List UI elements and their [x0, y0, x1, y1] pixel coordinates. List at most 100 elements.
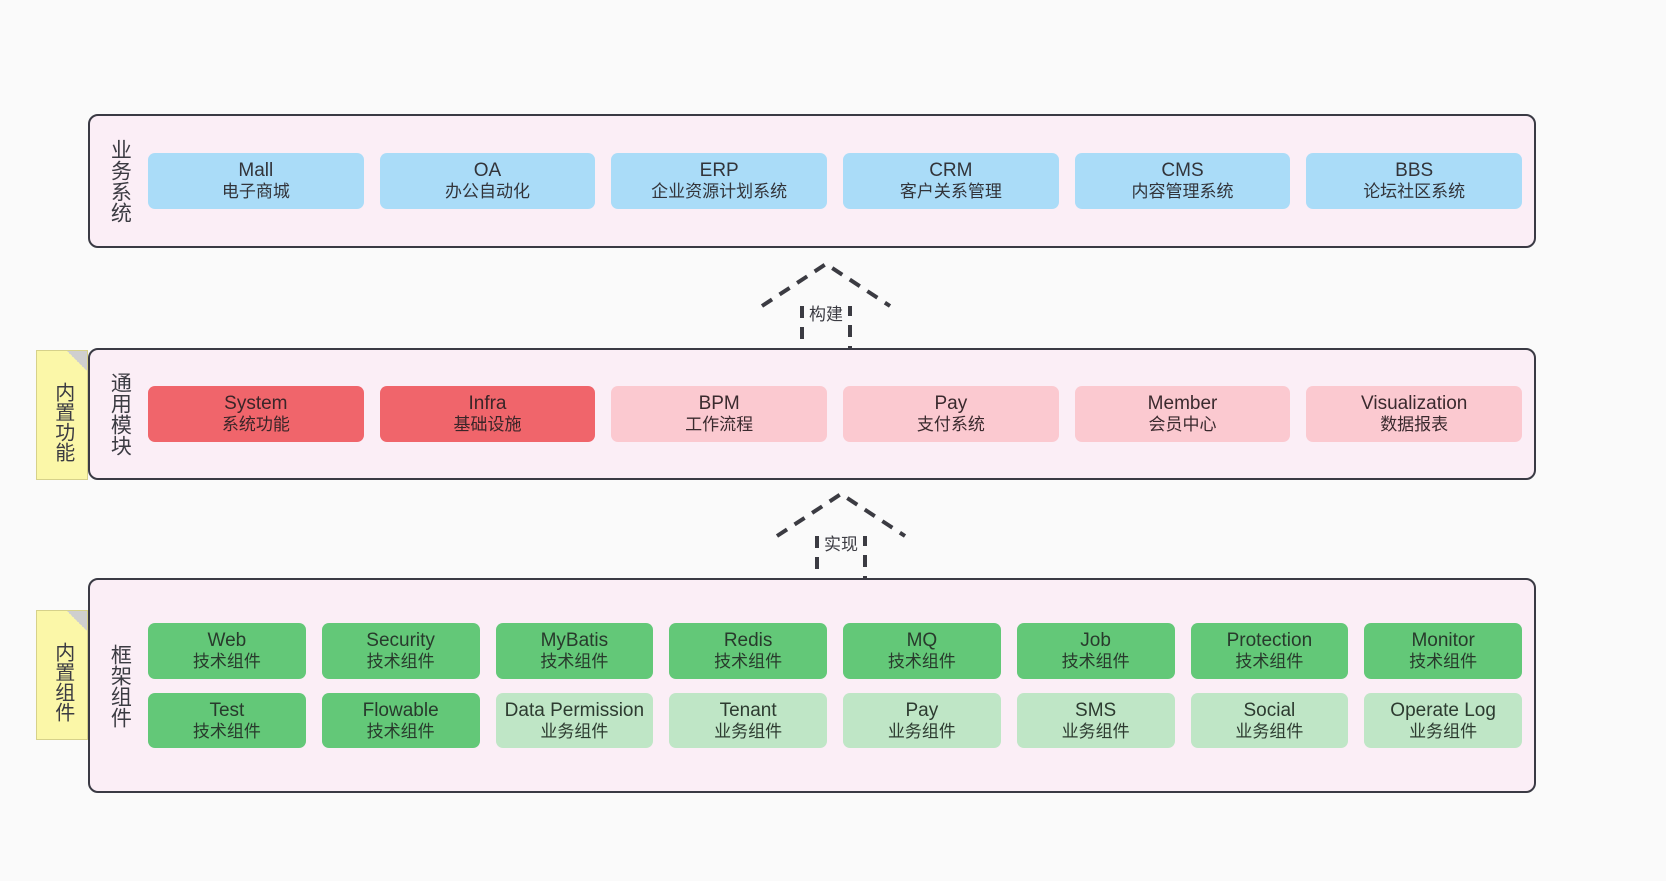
node-subtitle: 技术组件 [540, 651, 609, 671]
node-subtitle: 技术组件 [192, 651, 261, 671]
node-title: Web [207, 629, 247, 651]
node-member[interactable]: Member 会员中心 [1074, 386, 1291, 442]
node-bpm[interactable]: BPM 工作流程 [611, 386, 828, 442]
node-system[interactable]: System 系统功能 [148, 386, 364, 442]
node-row: System 系统功能 Infra 基础设施 BPM 工作流程 Pay 支付系统… [148, 386, 1523, 442]
node-title: Infra [468, 393, 507, 415]
node-title: Security [366, 629, 435, 651]
node-data-permission[interactable]: Data Permission 业务组件 [495, 692, 654, 749]
layer-business-system: 业务系统 Mall 电子商城 OA 办公自动化 ERP 企业资源计划系统 CRM… [88, 114, 1536, 248]
node-web[interactable]: Web 技术组件 [148, 622, 306, 679]
node-title: System [224, 393, 288, 415]
layer-title-framework-component: 框架组件 [108, 643, 132, 728]
connector-implement: 实现 [761, 486, 921, 582]
node-cms[interactable]: CMS 内容管理系统 [1074, 153, 1291, 209]
node-title: Data Permission [504, 699, 645, 721]
node-title: MyBatis [540, 629, 609, 651]
node-title: Pay [905, 699, 939, 721]
node-subtitle: 技术组件 [366, 721, 435, 741]
note-label: 内置组件 [51, 642, 74, 722]
node-social[interactable]: Social 业务组件 [1190, 692, 1349, 749]
node-pay-business[interactable]: Pay 业务组件 [843, 692, 1001, 749]
node-title: Test [209, 699, 245, 721]
node-subtitle: 系统功能 [221, 415, 290, 435]
node-subtitle: 技术组件 [887, 651, 956, 671]
node-job[interactable]: Job 技术组件 [1016, 622, 1175, 679]
node-visualization[interactable]: Visualization 数据报表 [1306, 386, 1523, 442]
node-title: Protection [1226, 629, 1313, 651]
node-protection[interactable]: Protection 技术组件 [1190, 622, 1349, 679]
node-title: CRM [929, 160, 973, 182]
node-subtitle: 业务组件 [540, 721, 609, 741]
node-sms[interactable]: SMS 业务组件 [1016, 692, 1175, 749]
node-flowable[interactable]: Flowable 技术组件 [321, 692, 480, 749]
node-subtitle: 业务组件 [1061, 721, 1130, 741]
node-title: Pay [934, 393, 968, 415]
node-tenant[interactable]: Tenant 业务组件 [669, 692, 827, 749]
node-subtitle: 办公自动化 [445, 182, 530, 202]
node-security[interactable]: Security 技术组件 [321, 622, 480, 679]
node-oa[interactable]: OA 办公自动化 [379, 153, 596, 209]
node-subtitle: 技术组件 [192, 721, 261, 741]
node-subtitle: 企业资源计划系统 [651, 182, 788, 202]
note-builtin-component: 内置组件 [36, 610, 88, 740]
layer-body-common-module: System 系统功能 Infra 基础设施 BPM 工作流程 Pay 支付系统… [136, 360, 1523, 468]
node-title: ERP [699, 160, 739, 182]
node-crm[interactable]: CRM 客户关系管理 [843, 153, 1059, 209]
node-subtitle: 数据报表 [1380, 415, 1449, 435]
layer-common-module: 通用模块 System 系统功能 Infra 基础设施 BPM 工作流程 Pay… [88, 348, 1536, 480]
node-title: Operate Log [1390, 699, 1496, 721]
node-title: OA [473, 160, 502, 182]
connector-build: 构建 [746, 256, 906, 352]
node-subtitle: 工作流程 [685, 415, 754, 435]
node-title: CMS [1161, 160, 1204, 182]
node-mybatis[interactable]: MyBatis 技术组件 [495, 622, 654, 679]
node-title: Monitor [1411, 629, 1475, 651]
node-title: Tenant [719, 699, 777, 721]
node-subtitle: 客户关系管理 [899, 182, 1002, 202]
node-subtitle: 业务组件 [1409, 721, 1478, 741]
layer-body-business-system: Mall 电子商城 OA 办公自动化 ERP 企业资源计划系统 CRM 客户关系… [136, 126, 1523, 236]
node-title: BBS [1395, 160, 1434, 182]
node-title: Job [1080, 629, 1111, 651]
node-redis[interactable]: Redis 技术组件 [669, 622, 827, 679]
node-subtitle: 电子商城 [221, 182, 290, 202]
layer-title-business-system: 业务系统 [108, 139, 132, 223]
node-title: Mall [238, 160, 274, 182]
node-monitor[interactable]: Monitor 技术组件 [1364, 622, 1522, 679]
node-pay[interactable]: Pay 支付系统 [843, 386, 1059, 442]
node-subtitle: 技术组件 [714, 651, 783, 671]
node-subtitle: 支付系统 [916, 415, 985, 435]
node-operate-log[interactable]: Operate Log 业务组件 [1364, 692, 1522, 749]
node-erp[interactable]: ERP 企业资源计划系统 [611, 153, 828, 209]
node-title: Social [1243, 699, 1296, 721]
layer-title-common-module: 通用模块 [108, 372, 132, 456]
node-subtitle: 技术组件 [1061, 651, 1130, 671]
connector-label-implement: 实现 [821, 530, 861, 555]
node-row: Mall 电子商城 OA 办公自动化 ERP 企业资源计划系统 CRM 客户关系… [148, 153, 1523, 209]
node-subtitle: 内容管理系统 [1131, 182, 1234, 202]
node-subtitle: 业务组件 [887, 721, 956, 741]
note-builtin-function: 内置功能 [36, 350, 88, 480]
node-subtitle: 技术组件 [366, 651, 435, 671]
node-mall[interactable]: Mall 电子商城 [148, 153, 364, 209]
node-title: BPM [698, 393, 740, 415]
node-subtitle: 基础设施 [453, 415, 522, 435]
node-mq[interactable]: MQ 技术组件 [843, 622, 1001, 679]
node-title: Redis [723, 629, 773, 651]
node-subtitle: 业务组件 [1235, 721, 1304, 741]
node-bbs[interactable]: BBS 论坛社区系统 [1306, 153, 1523, 209]
node-test[interactable]: Test 技术组件 [148, 692, 306, 749]
node-title: MQ [906, 629, 938, 651]
node-title: Visualization [1361, 393, 1468, 415]
node-subtitle: 会员中心 [1148, 415, 1217, 435]
note-label: 内置功能 [51, 382, 74, 462]
node-title: Flowable [362, 699, 439, 721]
layer-body-framework-component: Web 技术组件 Security 技术组件 MyBatis 技术组件 Redi… [136, 590, 1522, 781]
layer-framework-component: 框架组件 Web 技术组件 Security 技术组件 MyBatis 技术组件… [88, 578, 1536, 793]
node-infra[interactable]: Infra 基础设施 [379, 386, 596, 442]
node-subtitle: 技术组件 [1235, 651, 1304, 671]
node-row: Test 技术组件 Flowable 技术组件 Data Permission … [148, 692, 1522, 749]
node-row: Web 技术组件 Security 技术组件 MyBatis 技术组件 Redi… [148, 622, 1522, 679]
